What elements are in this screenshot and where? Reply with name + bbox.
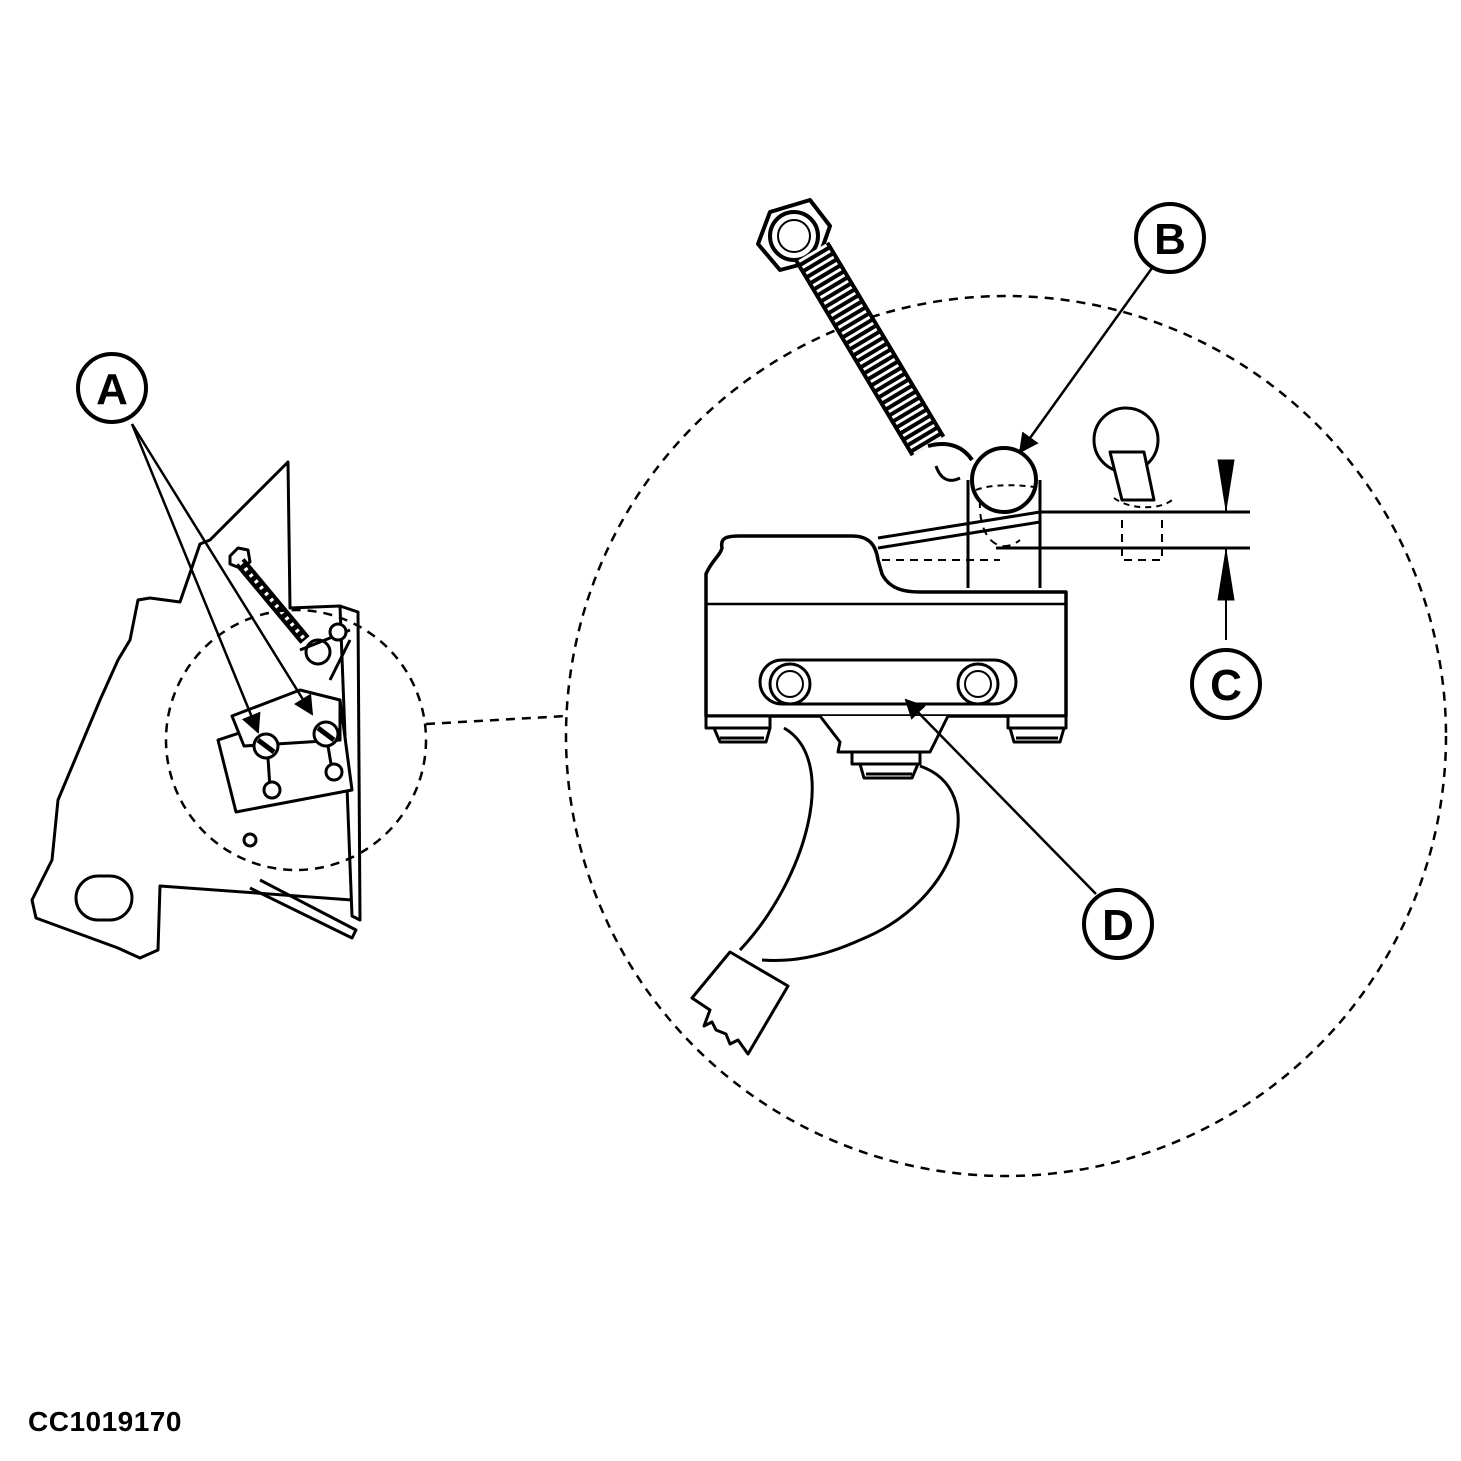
detail-connector-line [425, 714, 567, 726]
actuator-lever [877, 499, 1250, 561]
callout-a-circle [76, 352, 148, 424]
switch-wires [738, 726, 960, 962]
callout-b-label: B [1154, 215, 1186, 264]
callout-d: D [904, 698, 1154, 960]
callout-a-leader-2 [130, 423, 314, 716]
callout-b: B [1018, 202, 1206, 454]
callout-d-leader [904, 698, 1097, 895]
mounting-slot [758, 658, 1018, 706]
callout-b-circle [1134, 202, 1206, 274]
terminal-left [704, 714, 772, 744]
callout-a-label: A [96, 365, 128, 414]
lever-roller [966, 446, 1042, 588]
small-hole [242, 832, 258, 848]
detail-indicator-circle [164, 608, 428, 872]
detail-view-circle [564, 294, 1448, 1178]
overview-assembly [30, 460, 362, 960]
detail-assembly [690, 198, 1250, 1056]
figure-id: CC1019170 [28, 1406, 182, 1437]
overview-spring [228, 546, 310, 644]
lower-tab [249, 878, 358, 940]
callout-c-circle [1190, 648, 1262, 720]
terminal-right [1006, 714, 1068, 744]
terminal-center [850, 750, 922, 780]
callout-c-label: C [1210, 661, 1242, 710]
slot-hole [74, 874, 134, 922]
callout-a: A [76, 352, 314, 734]
wire-connector [690, 950, 790, 1056]
callout-b-leader [1018, 267, 1154, 454]
adjacent-roller [1092, 406, 1173, 561]
dimension-c [1217, 459, 1235, 640]
callout-d-circle [1082, 888, 1154, 960]
side-plate [338, 604, 362, 922]
overview-screw-left [252, 732, 282, 800]
overview-screw-right [312, 720, 344, 782]
micro-switch [704, 534, 1068, 754]
callout-c: C [1190, 648, 1262, 720]
detail-spring [794, 241, 974, 482]
callout-a-leader-1 [130, 423, 261, 734]
callout-d-label: D [1102, 901, 1134, 950]
